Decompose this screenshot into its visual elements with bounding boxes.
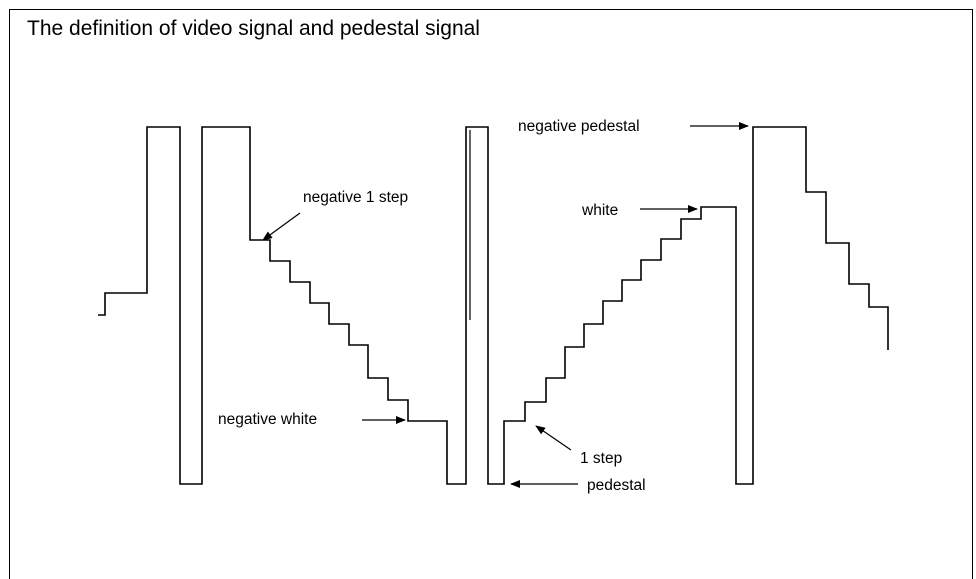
label-pedestal: pedestal (587, 477, 646, 494)
diagram-frame (9, 9, 973, 579)
label-white: white (581, 202, 618, 219)
label-negative-white: negative white (218, 411, 317, 428)
diagram-title: The definition of video signal and pedes… (27, 17, 480, 40)
label-negative-pedestal: negative pedestal (518, 118, 640, 135)
label-negative-1-step: negative 1 step (303, 189, 408, 206)
video-signal-waveform (98, 126, 889, 485)
label-1-step: 1 step (580, 450, 622, 467)
one-step-arrow (535, 425, 572, 451)
signal-diagram: negative pedestal negative 1 step white … (98, 118, 889, 494)
negative-1-step-arrow (262, 212, 301, 241)
